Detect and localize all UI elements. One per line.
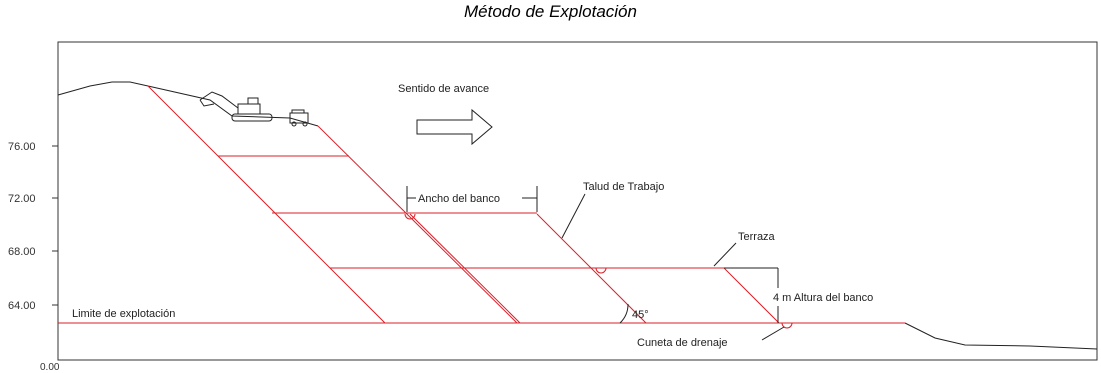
excavator-icon <box>199 91 273 122</box>
ditch-2 <box>595 267 607 274</box>
angle-label: 45° <box>632 309 649 321</box>
slope-line-5 <box>723 267 780 324</box>
work-slope-label: Talud de Trabajo <box>583 181 664 193</box>
slope-line-2 <box>317 125 518 324</box>
origin-label: 0.00 <box>40 362 60 373</box>
final-slope-line <box>147 85 386 324</box>
limit-label: Limite de explotación <box>72 308 175 320</box>
drain-label: Cuneta de drenaje <box>637 337 728 349</box>
drain-leader <box>761 326 785 341</box>
tick-label-64: 64.00 <box>8 300 36 312</box>
y-axis: 76.00 72.00 68.00 64.00 0.00 <box>8 141 60 373</box>
ditch-3 <box>781 322 793 329</box>
tick-label-76: 76.00 <box>8 141 36 153</box>
bench-width-label: Ancho del banco <box>418 193 500 205</box>
advance-arrow-icon <box>416 108 493 146</box>
ditch-1 <box>404 213 416 220</box>
bench-width-dimension <box>406 186 538 212</box>
advance-label: Sentido de avance <box>398 83 489 95</box>
terrace-leader <box>713 242 737 267</box>
diagram-frame <box>57 41 1098 361</box>
benches <box>58 85 905 329</box>
truck-icon <box>289 109 309 127</box>
work-slope-leader <box>561 193 586 239</box>
tick-label-68: 68.00 <box>8 246 36 258</box>
diagram-title: Método de Explotación <box>464 2 637 21</box>
tick-label-72: 72.00 <box>8 193 36 205</box>
bench-height-label: 4 m Altura del banco <box>773 292 873 304</box>
terrace-label: Terraza <box>738 231 776 243</box>
angle-arc <box>619 303 629 324</box>
terrain-profile <box>57 81 1098 350</box>
bench-height-dimension <box>724 267 779 323</box>
